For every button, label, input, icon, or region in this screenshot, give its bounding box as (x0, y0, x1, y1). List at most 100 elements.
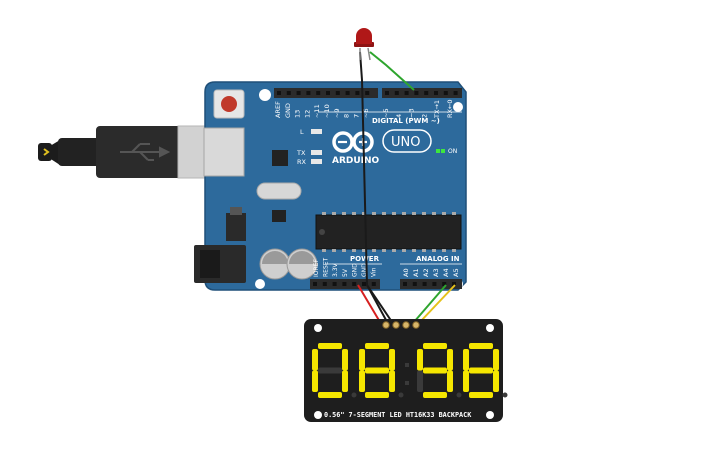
pin-label: ~10 (323, 104, 331, 118)
pin-hole[interactable] (286, 91, 291, 95)
display-digit (417, 343, 462, 398)
pin-hole[interactable] (434, 91, 438, 95)
capacitor (286, 248, 318, 280)
chip-pin (342, 212, 346, 215)
segment (469, 392, 493, 398)
analog-header[interactable] (400, 279, 462, 289)
pin-hole[interactable] (432, 282, 437, 286)
reset-button[interactable] (213, 89, 245, 119)
red-led[interactable] (354, 28, 374, 61)
pin-hole[interactable] (385, 91, 389, 95)
pin-label: A0 (402, 268, 410, 277)
display-pin[interactable] (382, 321, 390, 329)
pin-hole[interactable] (412, 282, 417, 286)
chip-pin (352, 249, 356, 252)
voltage-regulator (226, 207, 246, 241)
power-header-label: POWER (350, 255, 380, 263)
pin-label: 13 (294, 110, 302, 118)
wire-led-anode-digital (369, 51, 415, 91)
brand-label: ARDUINO (332, 156, 380, 166)
mount-hole (314, 324, 322, 332)
pin-hole[interactable] (335, 91, 340, 95)
wire-gnd-display (366, 284, 393, 323)
chip-pin (372, 249, 376, 252)
pin-hole[interactable] (365, 91, 370, 95)
seven-segment-display[interactable]: 0.56" 7-SEGMENT LED HT16K33 BACKPACK (304, 319, 508, 422)
pin-label: A2 (422, 268, 430, 277)
pin-label: 8 (343, 114, 351, 118)
chip-pin (392, 249, 396, 252)
chip-pin (422, 212, 426, 215)
display-pin[interactable] (402, 321, 410, 329)
chip-pin (382, 212, 386, 215)
display-pin[interactable] (392, 321, 400, 329)
pin-hole[interactable] (404, 91, 409, 95)
pin-hole[interactable] (345, 91, 350, 95)
model-badge: UNO (382, 129, 432, 153)
pin-label: GND (351, 263, 358, 277)
atmega-chip (315, 212, 462, 252)
pin-hole[interactable] (442, 282, 447, 286)
pin-label: ~5 (382, 108, 390, 118)
segment (365, 343, 389, 349)
usb-port (203, 127, 245, 177)
pin-hole[interactable] (422, 282, 427, 286)
led-tx (311, 150, 322, 155)
pin-hole[interactable] (403, 282, 407, 286)
pin-label: 5V (342, 268, 349, 277)
colon-dot (405, 363, 409, 367)
pin-label: A3 (432, 268, 440, 277)
pin-hole[interactable] (452, 282, 456, 286)
pin-label: GND (284, 103, 292, 118)
segment (359, 349, 365, 371)
segment (365, 367, 389, 374)
pin-hole[interactable] (342, 282, 347, 286)
pin-hole[interactable] (352, 282, 357, 286)
pin-label: A5 (452, 268, 460, 277)
chip-pin (342, 249, 346, 252)
wires[interactable] (357, 51, 456, 323)
pin-hole[interactable] (296, 91, 301, 95)
segment (389, 370, 395, 392)
pin-label: ~11 (313, 104, 321, 118)
pin-hole[interactable] (453, 91, 458, 95)
segment (389, 349, 395, 371)
pin-hole[interactable] (443, 91, 448, 95)
power-jack[interactable] (194, 245, 246, 283)
wire-a5-scl (419, 284, 456, 323)
pin-hole[interactable] (332, 282, 337, 286)
pin-hole[interactable] (362, 282, 366, 286)
pin-hole[interactable] (306, 91, 311, 95)
segment (423, 367, 447, 374)
chip-pin (402, 249, 406, 252)
pin-hole[interactable] (355, 91, 360, 95)
led-l (311, 129, 322, 134)
mount-hole (486, 411, 494, 419)
pin-hole[interactable] (322, 282, 327, 286)
crystal-oscillator (256, 182, 302, 200)
segment (365, 392, 389, 398)
pin-hole[interactable] (277, 91, 281, 95)
pin-hole[interactable] (316, 91, 321, 95)
chip-pin (452, 249, 456, 252)
display-pin[interactable] (412, 321, 420, 329)
pin-hole[interactable] (313, 282, 317, 286)
pin-hole[interactable] (326, 91, 330, 95)
led-rx (311, 159, 322, 164)
segment (447, 349, 453, 371)
pin-hole[interactable] (394, 91, 399, 95)
analog-header-label: ANALOG IN (416, 255, 460, 263)
chip-pin (432, 249, 436, 252)
pin-label: GND (361, 263, 368, 277)
pin-hole[interactable] (424, 91, 429, 95)
digital-header-right[interactable] (382, 88, 462, 98)
chip-pin (422, 249, 426, 252)
pin-hole[interactable] (414, 91, 419, 95)
segment (463, 370, 469, 392)
segment (312, 370, 318, 392)
pin-hole[interactable] (371, 282, 376, 286)
wire-led-cathode-gnd (359, 51, 387, 321)
pin-label: Vin (371, 267, 378, 277)
